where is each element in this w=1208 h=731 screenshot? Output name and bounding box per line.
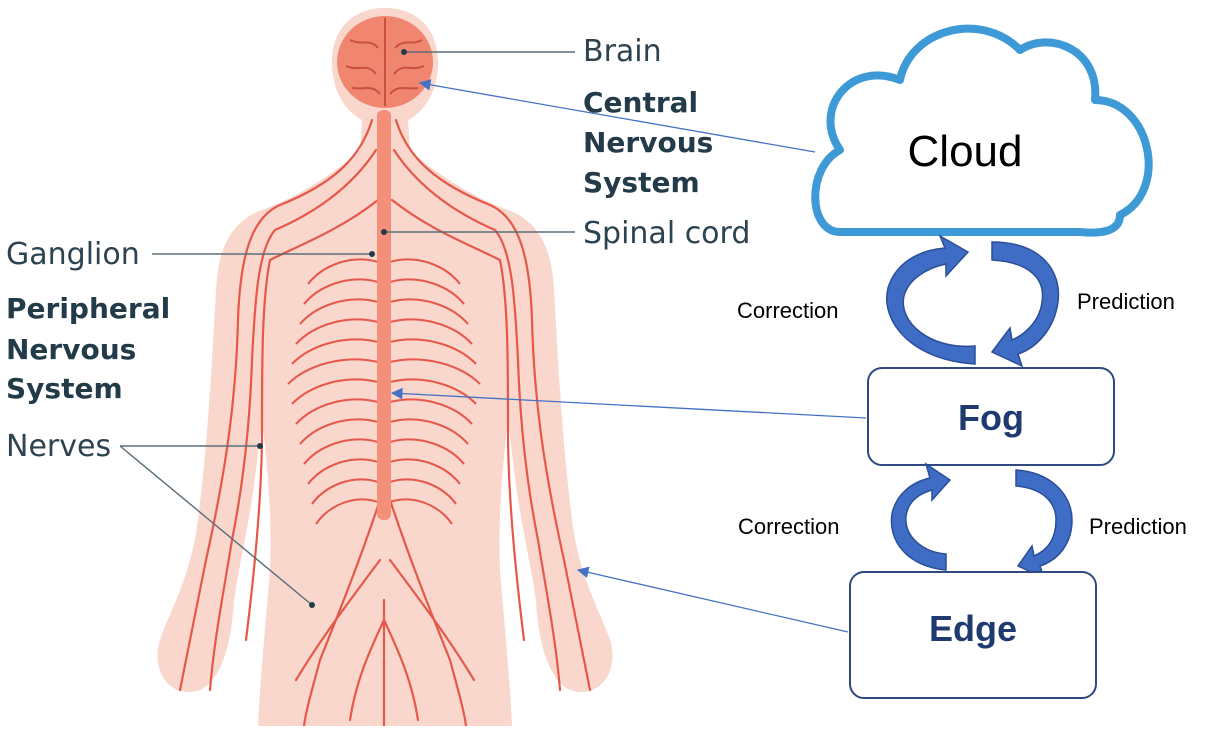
prediction-label-upper: Prediction [1077,289,1175,314]
nerves-label: Nerves [6,429,111,464]
cloud-node: Cloud [815,29,1148,233]
correction-label-lower: Correction [738,514,839,539]
prediction-arrow-upper [992,242,1058,366]
prediction-arrow-lower [1016,470,1072,578]
correction-arrow-lower [891,464,950,570]
edge-to-nerves-pointer [578,570,848,632]
cns-label-line-3: System [583,166,700,199]
spinal-cord-label: Spinal cord [583,216,750,251]
fog-label: Fog [958,397,1024,438]
fog-node: Fog [868,368,1114,465]
pns-label-line-3: System [6,372,123,405]
ganglion-label: Ganglion [6,237,140,272]
upper-cycle: Correction Prediction [737,236,1175,366]
correction-label-upper: Correction [737,298,838,323]
brain-label: Brain [583,34,662,69]
prediction-label-lower: Prediction [1089,514,1187,539]
lower-cycle: Correction Prediction [738,464,1187,578]
correction-arrow-upper [887,236,975,364]
cloud-label: Cloud [908,127,1023,176]
edge-node: Edge [850,572,1096,698]
brain-graphic [337,16,433,108]
pns-label-line-1: Peripheral [6,292,170,325]
pns-label-line-2: Nervous [6,333,136,366]
edge-label: Edge [929,608,1017,649]
spinal-cord [377,110,391,520]
